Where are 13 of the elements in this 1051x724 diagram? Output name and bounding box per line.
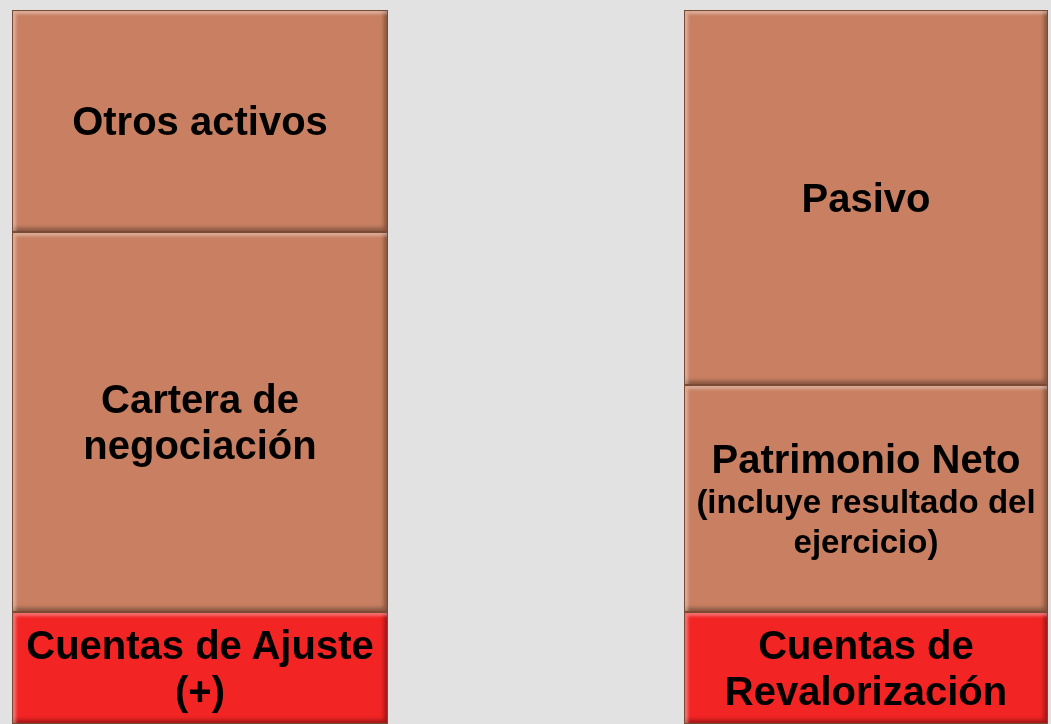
block-label: Otros activos <box>72 98 328 144</box>
revaluation-block <box>684 612 1048 724</box>
equity-block <box>684 385 1048 612</box>
block-label: Cuentas de Revalorización <box>723 622 1009 714</box>
liability-block <box>684 10 1048 385</box>
asset-block <box>12 232 388 612</box>
block-label: Cartera de negociación <box>82 376 318 468</box>
block-label: Patrimonio Neto <box>711 435 1021 482</box>
block-label: Cuentas de Ajuste (+) <box>25 622 375 714</box>
adjustment-block <box>12 612 388 724</box>
block-note: (incluye resultado del ejercicio) <box>695 481 1037 562</box>
asset-block <box>12 10 388 232</box>
block-label: Pasivo <box>801 174 931 221</box>
